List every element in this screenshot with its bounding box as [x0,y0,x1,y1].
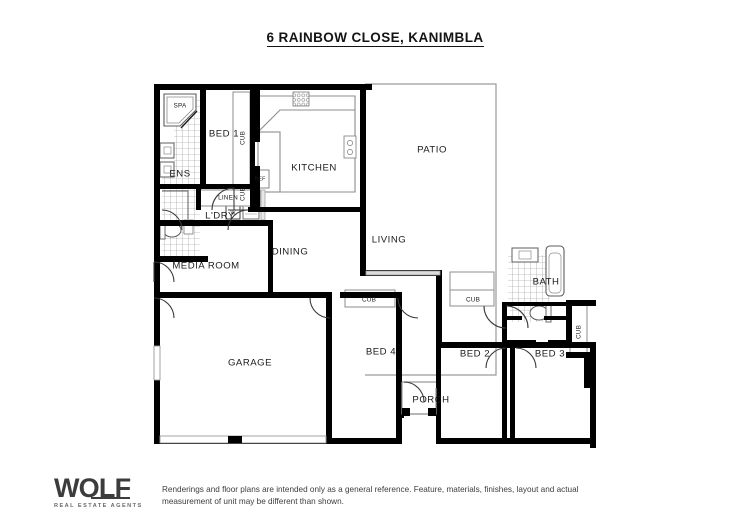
ensuite-fixtures [159,93,198,240]
room-label-washer: W [231,210,236,216]
room-label-kitchen: KITCHEN [291,163,337,174]
room-label-ref: REF [255,176,266,182]
room-label-cub-bed1: CUB [240,131,247,145]
disclaimer-text: Renderings and floor plans are intended … [162,485,579,506]
door-swings [153,187,537,403]
room-label-media-room: MEDIA ROOM [172,261,239,272]
logo-wordmark: WOLF [54,474,131,502]
room-label-bed1: BED 1 [209,129,239,140]
room-label-bed2: BED 2 [460,349,490,360]
room-label-patio: PATIO [417,145,447,156]
footer: WOLF REAL ESTATE AGENTS Renderings and f… [0,468,750,530]
room-label-bath: BATH [533,277,560,288]
page-title: 6 RAINBOW CLOSE, KANIMBLA [0,30,750,47]
room-label-cub-bed3: CUB [576,325,583,339]
room-label-cub-bed4: CUB [362,297,376,304]
room-label-porch: PORCH [412,395,449,406]
logo-underline [91,497,131,499]
room-labels: SPA ENS BED 1 CUB KITCHEN REF CUB PATIO … [169,103,582,406]
garage-window [153,345,161,381]
room-label-cub-bed2: CUB [466,297,480,304]
room-label-dining: DINING [272,247,309,258]
floorplan-container: SPA ENS BED 1 CUB KITCHEN REF CUB PATIO … [140,70,610,460]
sliding-door-living-patio [365,270,441,276]
logo-tagline: REAL ESTATE AGENTS [54,503,143,509]
room-label-living: LIVING [372,235,406,246]
patio-outline [365,83,497,376]
page-title-text: 6 RAINBOW CLOSE, KANIMBLA [266,30,484,47]
room-label-garage: GARAGE [228,358,272,369]
room-label-linen: LINEN [218,195,238,202]
room-label-bed3: BED 3 [535,349,565,360]
brand-logo: WOLF REAL ESTATE AGENTS [54,474,159,509]
garage-roller-door [159,435,327,444]
room-label-ldry: L'DRY [205,211,235,222]
room-label-cub-kitchen: CUB [240,187,247,201]
room-label-spa: SPA [174,103,187,110]
floorplan-diagram: SPA ENS BED 1 CUB KITCHEN REF CUB PATIO … [152,83,597,448]
room-label-ens: ENS [169,169,190,180]
room-label-bed4: BED 4 [366,347,396,358]
